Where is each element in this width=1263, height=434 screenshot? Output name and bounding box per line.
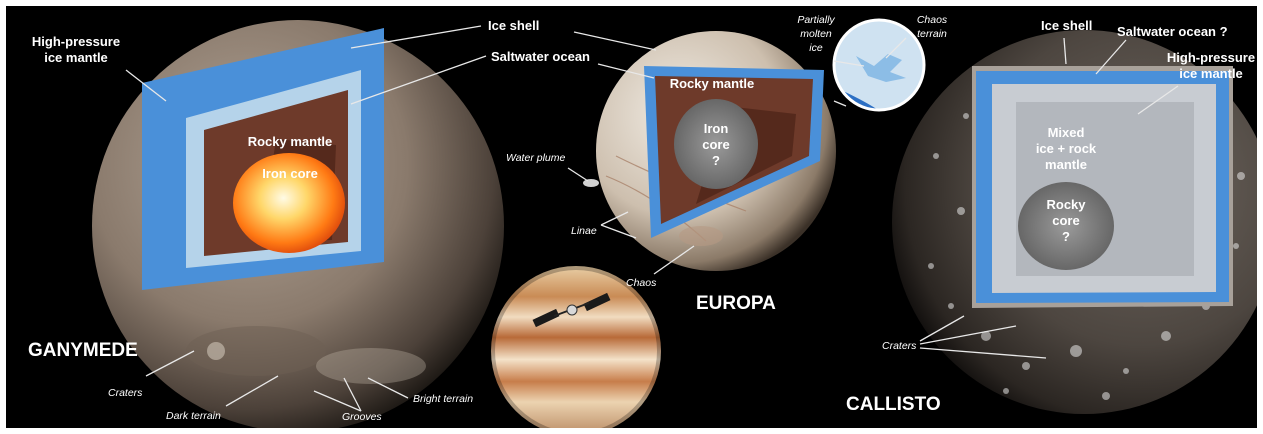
europa-linae-leader-b — [600, 224, 637, 239]
ganymede-high-pressure-label-line1: High-pressure — [32, 34, 120, 49]
ganymede-craters-leader — [145, 350, 195, 377]
callisto-rocky-core-label-line3: ? — [1062, 229, 1070, 244]
inset-connector — [833, 100, 847, 107]
callisto-rocky-core-label-line1: Rocky — [1046, 197, 1086, 212]
callisto-ice-shell-leader — [1063, 37, 1067, 65]
inset-chaos-label-line2: terrain — [917, 28, 947, 40]
ganymede-grooves-label: Grooves — [342, 411, 382, 423]
callisto-high-pressure-label-line2: ice mantle — [1179, 66, 1243, 81]
callisto-craters-leader-b — [919, 325, 1017, 345]
callisto-craters-leader-c — [919, 347, 1047, 359]
europa-saltwater-leader — [597, 63, 655, 79]
callisto-ice-shell-label: Ice shell — [1041, 18, 1092, 33]
europa-iron-core-label-line1: Iron — [704, 121, 729, 136]
ganymede-saltwater-leader — [350, 55, 487, 105]
inset-molten-ice-pocket — [856, 54, 906, 82]
ganymede-crater — [207, 342, 225, 360]
callisto-crater-spots — [928, 113, 1245, 400]
ganymede-bright-terrain-leader — [367, 377, 409, 399]
diagram-svg: Ice shell High-pressure ice mantle Saltw… — [28, 14, 1257, 428]
ganymede-bright-terrain-patch — [316, 348, 426, 384]
callisto-rocky-core-label-line2: core — [1052, 213, 1079, 228]
europa-water-plume-leader — [567, 167, 589, 182]
inset-partially-molten-leader — [833, 60, 865, 67]
callisto-saltwater-ocean-label: Saltwater ocean ? — [1117, 24, 1228, 39]
spacecraft-icon — [532, 292, 611, 328]
ganymede-grooves-leader-b — [343, 377, 362, 412]
europa-iron-core — [674, 99, 758, 189]
ganymede-grooves-leader-a — [313, 390, 362, 412]
europa-chaos-leader — [653, 245, 695, 275]
ganymede-rocky-mantle-label: Rocky mantle — [248, 134, 333, 149]
europa-water-plume — [583, 179, 599, 187]
europa-iron-core-label-line3: ? — [712, 153, 720, 168]
jupiter-limb-shading — [487, 262, 665, 428]
ganymede-bright-terrain-label: Bright terrain — [413, 393, 473, 405]
ganymede-iron-core-label: Iron core — [262, 166, 318, 181]
ganymede-ice-shell-leader — [350, 25, 482, 49]
europa-water-plume-label: Water plume — [506, 152, 565, 164]
callisto-high-pressure-leader — [1137, 85, 1179, 115]
jupiter-group — [487, 262, 665, 428]
callisto-craters-leader-a — [919, 315, 965, 342]
ganymede-high-pressure-label-line2: ice mantle — [44, 50, 108, 65]
inset-partially-label-line2: molten — [800, 28, 832, 40]
ganymede-iron-core — [233, 153, 345, 253]
europa-chaos-patch — [679, 226, 723, 246]
callisto-saltwater-leader — [1095, 39, 1127, 75]
ganymede-high-pressure-leader — [125, 69, 167, 102]
europa-ice-inset: Partially molten ice Chaos terrain — [797, 14, 948, 112]
callisto-title: CALLISTO — [846, 394, 941, 415]
ganymede-craters-label: Craters — [108, 387, 143, 399]
moons-interior-diagram: Ice shell High-pressure ice mantle Saltw… — [6, 6, 1257, 428]
europa-group: Rocky mantle Iron core ? Water plume Lin… — [506, 31, 836, 314]
inset-partially-label-line3: ice — [809, 42, 823, 54]
callisto-mixed-label-line3: mantle — [1045, 157, 1087, 172]
inset-chaos-terrain-leader — [885, 37, 907, 59]
europa-linae-label: Linae — [571, 225, 597, 237]
ganymede-group: Ice shell High-pressure ice mantle Saltw… — [28, 18, 590, 428]
ganymede-dark-terrain-leader — [225, 375, 279, 407]
inset-partially-label-line1: Partially — [797, 14, 835, 26]
europa-title: EUROPA — [696, 293, 776, 314]
ganymede-dark-terrain-label: Dark terrain — [166, 410, 221, 422]
callisto-craters-label: Craters — [882, 340, 917, 352]
europa-rocky-mantle-label: Rocky mantle — [670, 76, 755, 91]
callisto-mixed-label-line1: Mixed — [1048, 125, 1085, 140]
europa-ice-shell-leader — [573, 31, 657, 51]
ganymede-saltwater-ocean-label: Saltwater ocean — [491, 49, 590, 64]
europa-chaos-label: Chaos — [626, 277, 657, 289]
inset-chaos-label-line1: Chaos — [917, 14, 948, 26]
inset-frame — [832, 18, 926, 112]
ganymede-dark-terrain-patch — [186, 326, 326, 376]
callisto-high-pressure-label-line1: High-pressure — [1167, 50, 1255, 65]
callisto-group: Ice shell Saltwater ocean ? High-pressur… — [846, 18, 1257, 415]
ganymede-title: GANYMEDE — [28, 340, 138, 361]
callisto-mixed-label-line2: ice + rock — [1036, 141, 1097, 156]
callisto-rocky-core — [1018, 182, 1114, 270]
europa-iron-core-label-line2: core — [702, 137, 729, 152]
europa-linae-leader-a — [600, 211, 629, 226]
ganymede-ice-shell-label: Ice shell — [488, 18, 539, 33]
jupiter-sphere — [491, 266, 661, 428]
